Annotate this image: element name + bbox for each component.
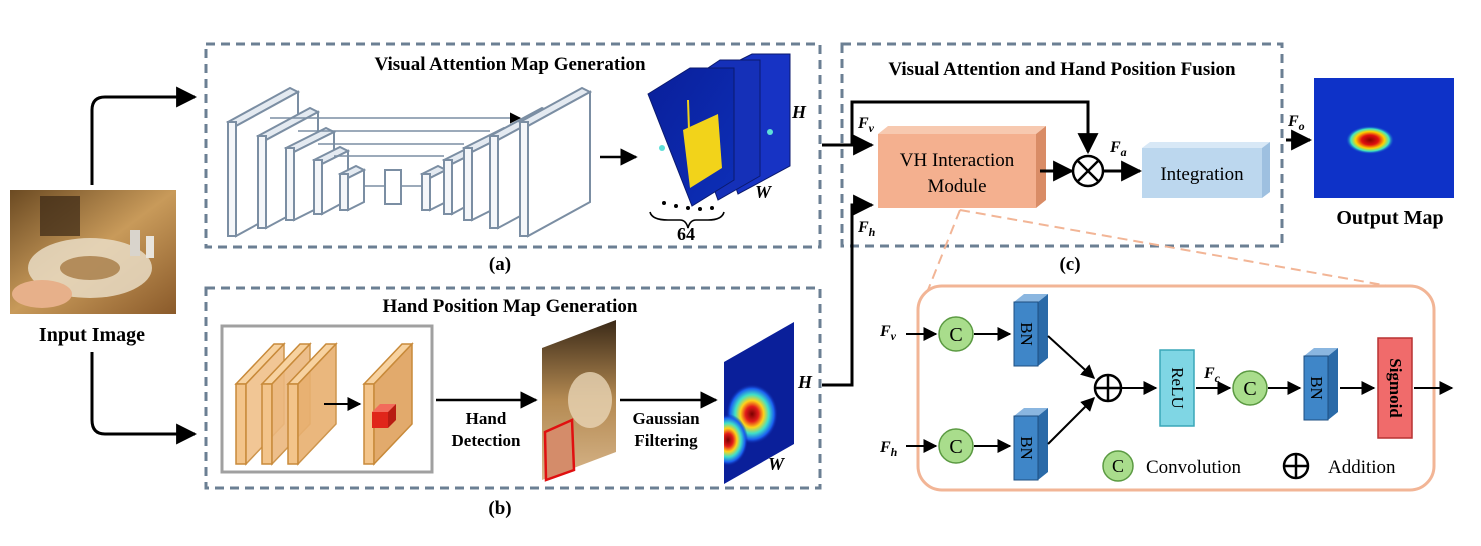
label-fc: Fc xyxy=(1203,365,1221,385)
gaussian-line1: Gaussian xyxy=(632,409,700,428)
skip-connections xyxy=(270,112,522,187)
channel-count: 64 xyxy=(677,224,695,244)
input-image-label: Input Image xyxy=(39,324,145,346)
vh-module-line2: Module xyxy=(927,176,986,197)
legend-conv-text: Convolution xyxy=(1146,457,1242,478)
attention-dim-w: W xyxy=(755,182,773,202)
panel-b-title: Hand Position Map Generation xyxy=(383,296,638,317)
arrow-fh-in xyxy=(822,194,875,387)
conv-circle-fv xyxy=(938,316,974,352)
gaussian-line2: Filtering xyxy=(634,431,698,450)
bn-block-fv xyxy=(1013,294,1048,367)
arrow-fv-skip xyxy=(850,100,1099,155)
zoom-line-left xyxy=(927,209,961,291)
legend-add-icon xyxy=(1282,452,1310,480)
hand-detection-line1: Hand xyxy=(466,409,507,428)
relu-block xyxy=(1159,349,1195,427)
arrow-bn-fv-to-add xyxy=(1047,335,1096,379)
vh-interaction-module xyxy=(878,126,1046,208)
arrow-bn-fh-to-add xyxy=(1047,397,1095,445)
unet-encoder-decoder xyxy=(225,86,593,238)
panel-b-caption: (b) xyxy=(488,498,511,519)
legend-conv-icon xyxy=(1102,450,1134,482)
integration-label: Integration xyxy=(1160,164,1244,185)
attention-dim-h: H xyxy=(791,102,807,122)
addition-icon xyxy=(1093,373,1123,403)
conv-letter-fh: C xyxy=(949,436,962,458)
attention-map-stack xyxy=(647,53,791,207)
channel-dots xyxy=(662,201,714,211)
legend-conv-letter: C xyxy=(1112,456,1124,476)
arrow-input-to-b xyxy=(90,352,198,445)
conv-letter-fv: C xyxy=(949,324,962,346)
hand-detection-image xyxy=(542,320,616,482)
hand-detector-box xyxy=(220,324,434,474)
bn-label-fv: BN xyxy=(1017,322,1036,346)
relu-label: ReLU xyxy=(1168,367,1187,409)
label-fo: Fo xyxy=(1287,113,1305,133)
hand-position-map xyxy=(724,322,794,484)
channel-brace xyxy=(649,211,725,229)
detector-layers xyxy=(234,342,414,466)
detail-label-fh: Fh xyxy=(879,439,898,459)
legend: C Convolution Addition xyxy=(1102,450,1396,482)
vh-module-line1: VH Interaction xyxy=(900,150,1015,171)
sigmoid-block xyxy=(1377,337,1413,439)
legend-add-text: Addition xyxy=(1328,457,1396,478)
detail-label-fv: Fv xyxy=(879,323,897,343)
panel-a-frame xyxy=(204,42,822,249)
panel-c-title: Visual Attention and Hand Position Fusio… xyxy=(888,59,1236,80)
label-fh: Fh xyxy=(857,219,876,239)
panel-c-frame xyxy=(840,42,1284,248)
integration-block xyxy=(1142,142,1270,198)
conv-letter-fc: C xyxy=(1243,378,1256,400)
output-map xyxy=(1314,78,1454,198)
label-fv: Fv xyxy=(857,115,875,135)
hand-map-dim-w: W xyxy=(768,454,786,474)
conv-circle-fc xyxy=(1232,370,1268,406)
input-image xyxy=(10,190,176,314)
label-fa: Fa xyxy=(1109,139,1127,159)
bn-block-fc xyxy=(1303,348,1338,421)
output-map-label: Output Map xyxy=(1336,207,1443,229)
hand-detection-line2: Detection xyxy=(452,431,521,450)
sigmoid-label: Sigmoid xyxy=(1386,358,1405,418)
bn-block-fh xyxy=(1013,408,1048,481)
conv-circle-fh xyxy=(938,428,974,464)
panel-a-title: Visual Attention Map Generation xyxy=(374,54,646,75)
zoom-line-right xyxy=(959,209,1401,289)
bn-label-fh: BN xyxy=(1017,436,1036,460)
multiply-icon xyxy=(1071,154,1105,188)
bn-label-fc: BN xyxy=(1307,376,1326,400)
panel-c-caption: (c) xyxy=(1059,254,1080,275)
arrow-input-to-a xyxy=(90,86,198,185)
panel-a-caption: (a) xyxy=(489,254,511,275)
panel-b-frame xyxy=(204,286,822,490)
detector-cube xyxy=(372,404,396,428)
hand-map-dim-h: H xyxy=(797,372,813,392)
